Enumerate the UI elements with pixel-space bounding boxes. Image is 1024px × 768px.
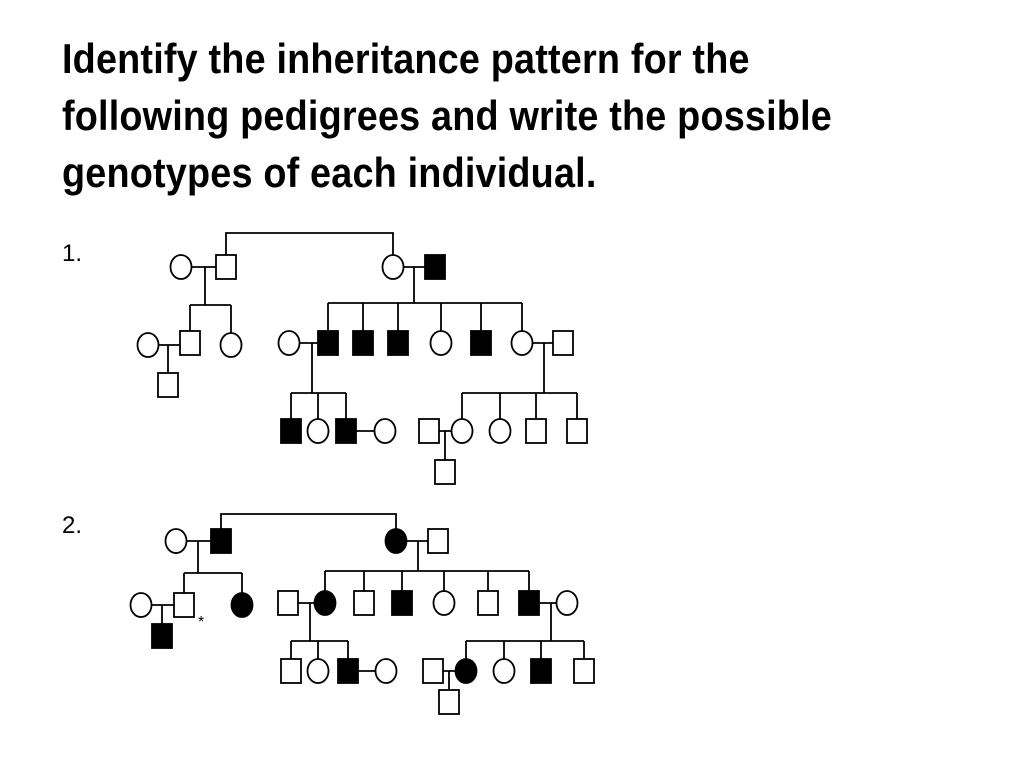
pedigree-2-asterisk: *	[198, 614, 204, 631]
unaffected-female	[381, 254, 405, 280]
unaffected-female	[136, 332, 160, 358]
pedigree-2-label: 2.	[62, 512, 83, 539]
unaffected-male	[353, 590, 375, 616]
unaffected-female	[169, 254, 193, 280]
affected-male	[470, 330, 492, 356]
unaffected-female	[555, 590, 579, 616]
affected-male	[518, 590, 540, 616]
unaffected-female	[374, 658, 398, 684]
unaffected-male	[434, 459, 456, 485]
affected-male	[151, 623, 173, 649]
unaffected-male	[173, 592, 195, 618]
affected-male	[280, 418, 302, 444]
unaffected-female	[429, 330, 453, 356]
unaffected-female	[306, 418, 330, 444]
unaffected-male	[525, 418, 547, 444]
unaffected-male	[277, 590, 299, 616]
unaffected-male	[179, 330, 201, 356]
unaffected-male	[422, 658, 444, 684]
unaffected-female	[450, 418, 474, 444]
marriage-line	[225, 232, 394, 255]
affected-male	[530, 658, 552, 684]
affected-female	[230, 592, 254, 618]
unaffected-female	[510, 330, 534, 356]
affected-male	[317, 330, 339, 356]
affected-male	[335, 418, 357, 444]
unaffected-female	[306, 658, 330, 684]
unaffected-male	[418, 418, 440, 444]
unaffected-male	[427, 528, 449, 554]
marriage-line	[220, 513, 397, 529]
unaffected-female	[219, 332, 243, 358]
pedigree-1-label: 1.	[62, 240, 83, 267]
affected-male	[424, 254, 446, 280]
unaffected-female	[277, 330, 301, 356]
affected-female	[384, 528, 408, 554]
unaffected-male	[566, 418, 588, 444]
unaffected-male	[280, 658, 302, 684]
unaffected-male	[552, 330, 574, 356]
unaffected-male	[573, 658, 595, 684]
unaffected-female	[164, 528, 188, 554]
unaffected-female	[492, 658, 516, 684]
unaffected-male	[477, 590, 499, 616]
affected-female	[454, 658, 478, 684]
affected-male	[337, 658, 359, 684]
slide-title: Identify the inheritance pattern for the…	[62, 35, 832, 196]
unaffected-female	[129, 592, 153, 618]
unaffected-male	[157, 372, 179, 398]
affected-male	[391, 590, 413, 616]
unaffected-female	[373, 418, 397, 444]
affected-male	[352, 330, 374, 356]
unaffected-female	[432, 590, 456, 616]
unaffected-male	[215, 254, 237, 280]
affected-female	[313, 590, 337, 616]
unaffected-male	[438, 689, 460, 715]
affected-male	[210, 528, 232, 554]
unaffected-female	[488, 418, 512, 444]
affected-male	[387, 330, 409, 356]
